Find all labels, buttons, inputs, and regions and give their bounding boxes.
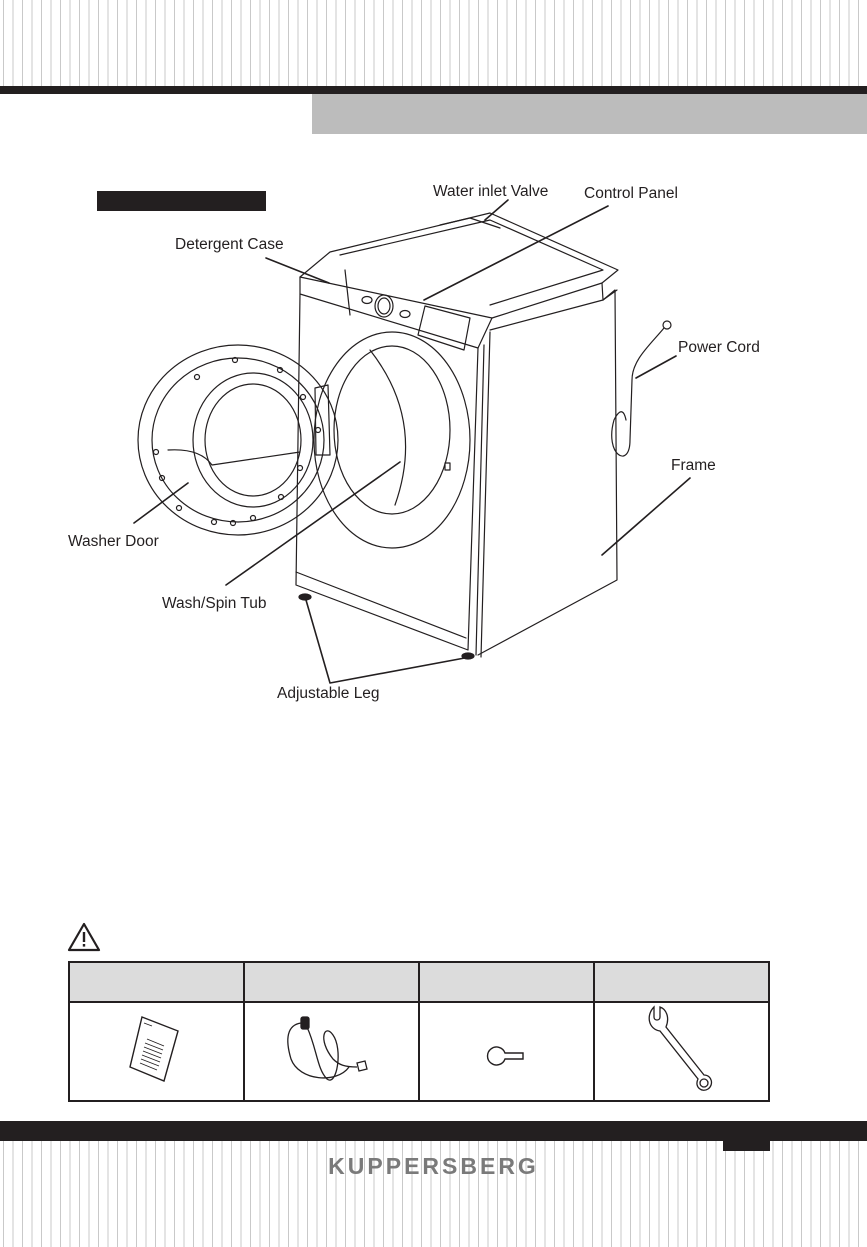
washer-illustration <box>133 199 691 684</box>
label-frame: Frame <box>671 457 716 474</box>
accessory-cell-plug <box>418 1001 595 1102</box>
accessory-cell-wrench <box>593 1001 770 1102</box>
warning-triangle-icon <box>67 922 101 952</box>
label-wash-spin-tub: Wash/Spin Tub <box>162 595 267 612</box>
page-number-tab <box>723 1141 770 1151</box>
header-stripe-pattern <box>0 0 867 86</box>
accessory-header-wrench <box>593 961 770 1003</box>
label-washer-door: Washer Door <box>68 533 159 550</box>
washer-parts-diagram: Water inlet Valve Control Panel Detergen… <box>0 140 867 720</box>
accessory-cell-hose <box>243 1001 420 1102</box>
label-power-cord: Power Cord <box>678 339 760 356</box>
washer-front <box>295 293 479 651</box>
inlet-hose-icon <box>286 1016 368 1081</box>
label-water-inlet-valve: Water inlet Valve <box>433 183 549 200</box>
accessory-header-hose <box>243 961 420 1003</box>
power-cord <box>611 327 665 457</box>
washer-top <box>299 212 619 319</box>
door-glass <box>192 372 314 508</box>
front-left-leg <box>298 593 312 601</box>
accessories-image-row <box>68 1001 770 1102</box>
accessory-cell-manual <box>68 1001 245 1102</box>
accessory-header-manual <box>68 961 245 1003</box>
door-outer-ring <box>137 344 339 536</box>
brand-logo: KUPPERSBERG <box>328 1153 539 1179</box>
accessories-header-row <box>68 961 770 1003</box>
header-rule <box>0 86 867 94</box>
accessories-table <box>68 961 770 1102</box>
manual-booklet-icon <box>128 1016 179 1082</box>
section-title-banner <box>312 94 867 134</box>
drum-inner-ring <box>333 345 451 515</box>
label-detergent-case: Detergent Case <box>175 236 284 253</box>
footer-stripe-pattern <box>0 1141 867 1247</box>
washer-side-frame <box>477 289 618 656</box>
accessory-header-plug <box>418 961 595 1003</box>
label-control-panel: Control Panel <box>584 185 678 202</box>
section-label-bar <box>97 191 266 211</box>
transit-bolt-plug-icon <box>486 1046 524 1066</box>
wrench-icon <box>648 1005 712 1091</box>
label-adjustable-leg: Adjustable Leg <box>277 685 380 702</box>
footer-rule <box>0 1121 867 1141</box>
drum-outer-ring <box>313 331 471 549</box>
door-rivets <box>152 356 322 527</box>
